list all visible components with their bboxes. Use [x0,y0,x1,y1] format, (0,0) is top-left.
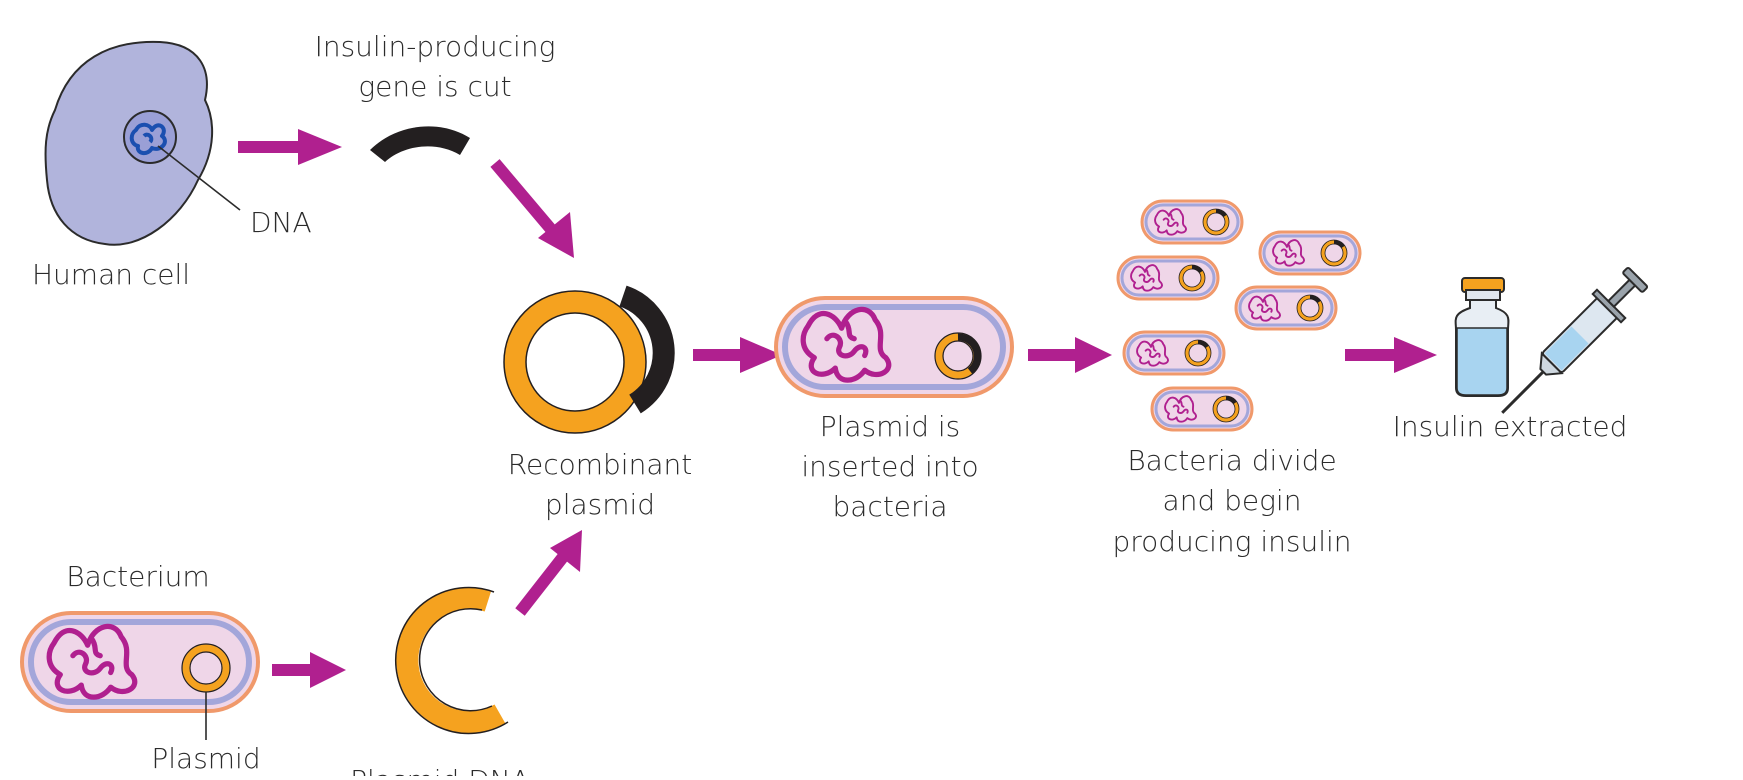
arrow-cell-to-gene [238,129,342,165]
human-cell-label: Human cell [32,258,190,291]
divide-label-line2: and begin [1163,484,1302,517]
bacterium-label: Bacterium [66,560,209,593]
arrow-plasmid-dna-to-recombinant [515,530,582,616]
plasmid-label: Plasmid [151,742,260,775]
inserted-label-line2: inserted into [801,450,978,483]
recombinant-plasmid [503,285,675,434]
colony-bacterium [1152,388,1252,430]
cut-plasmid-dna [394,586,509,735]
colony-bacterium [1118,257,1218,299]
syringe-icon [1501,266,1649,414]
arrow-bacterium-to-colony [1028,337,1112,373]
divide-label-line3: producing insulin [1112,525,1351,558]
bacteria-colony [1118,201,1360,430]
dna-strand [129,122,167,155]
bacterium-with-recombinant-plasmid [774,296,1014,398]
plasmid-dna-label: Plasmid DNA [350,764,530,776]
divide-label-line1: Bacteria divide [1127,444,1336,477]
cell-nucleus [123,110,177,164]
inserted-label-line3: bacteria [833,490,948,523]
colony-bacterium [1236,287,1336,329]
dna-pointer-line [157,145,241,211]
arrow-recombinant-to-bacterium [693,337,782,373]
dna-label: DNA [250,206,312,239]
vial-icon [1454,277,1510,397]
arrow-gene-to-recombinant [490,159,574,258]
inserted-label-line1: Plasmid is [820,410,961,443]
recombinant-label-line1: Recombinant [508,448,692,481]
gene-cut-label-line1: Insulin-producing [315,30,556,63]
human-cell [44,40,241,246]
arrow-colony-to-insulin [1345,337,1437,373]
gene-fragment [370,126,470,162]
colony-bacterium [1142,201,1242,243]
colony-bacterium [1260,232,1360,274]
recombinant-label-line2: plasmid [545,488,655,521]
arrow-bacterium-to-plasmid-dna [272,652,346,688]
colony-bacterium [1124,332,1224,374]
insulin-extracted-label: Insulin extracted [1393,410,1628,443]
gene-cut-label-line2: gene is cut [358,70,511,103]
bacterium [20,611,260,740]
